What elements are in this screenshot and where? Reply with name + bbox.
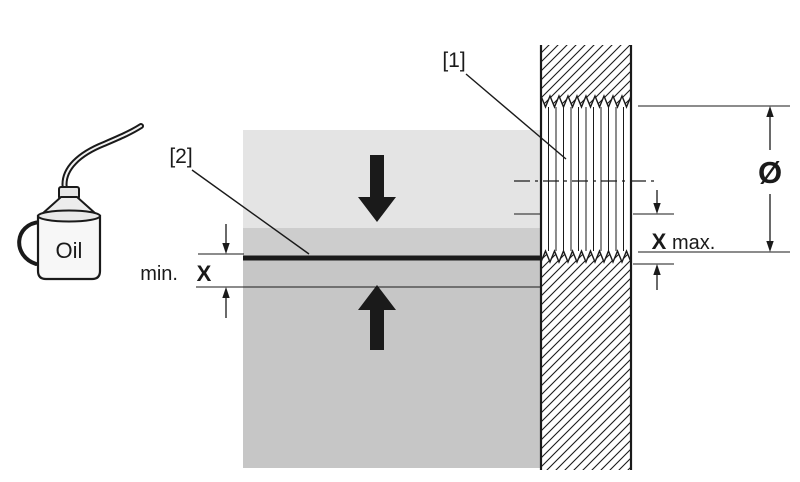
dia-arrow-upper-head [766, 106, 774, 117]
thread-boundary-top [540, 94, 632, 109]
min-arrow-lower-head [222, 287, 230, 298]
upper-block [243, 130, 541, 228]
press-up-arrow [358, 285, 396, 350]
rod-lower-hatch [541, 251, 631, 470]
thread-lines [548, 107, 624, 251]
callout-2: [2] [169, 145, 310, 255]
oil-can: Oil [17, 123, 144, 281]
callout-1-label: [1] [442, 49, 465, 72]
min-arrow-upper-head [222, 243, 230, 254]
oil-can-body [36, 214, 102, 281]
oil-can-rim [37, 209, 101, 223]
oil-can-handle [17, 220, 42, 266]
max-arrow-lower-head [653, 264, 661, 275]
dia-arrow-lower-head [766, 241, 774, 252]
callout-1-leader [465, 73, 567, 160]
mid-band [243, 228, 541, 256]
threaded-rod [514, 45, 659, 470]
oil-can-label: Oil [56, 238, 83, 263]
oil-can-spout-highlight [63, 125, 142, 195]
callout-1: [1] [442, 49, 567, 160]
callout-2-label: [2] [169, 145, 192, 168]
rod-upper-hatch [541, 45, 631, 107]
dim-max: X max. [514, 190, 715, 290]
min-x-symbol: X [197, 261, 212, 286]
dim-diameter: Ø [638, 105, 790, 253]
dim-min: min. X [140, 224, 244, 318]
thread-boundary-bottom [540, 249, 632, 264]
max-arrow-upper-head [653, 203, 661, 214]
workpiece [196, 130, 541, 468]
press-down-arrow [358, 155, 396, 222]
max-x-symbol: X [652, 229, 667, 254]
lower-block [243, 260, 541, 468]
min-label: min. [140, 263, 178, 285]
callout-2-leader [191, 169, 310, 255]
diameter-symbol: Ø [758, 155, 782, 190]
max-label: max. [672, 232, 715, 254]
